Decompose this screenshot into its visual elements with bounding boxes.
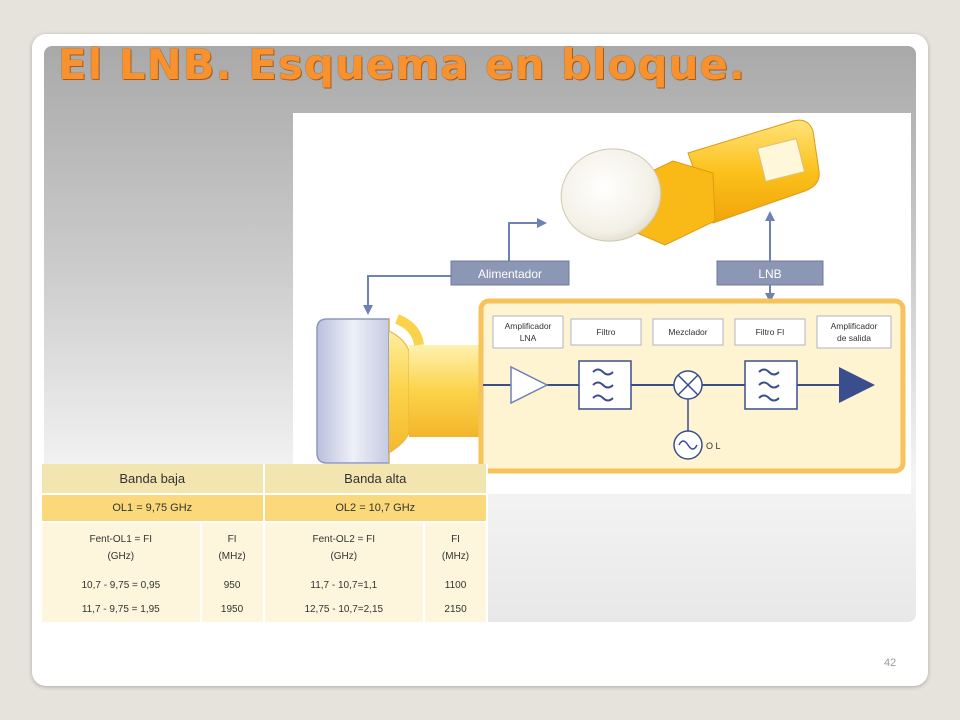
- low-band-fi-label: FI: [227, 534, 237, 546]
- lnb-photo: [560, 119, 820, 246]
- high-band-ol: OL2 = 10,7 GHz: [263, 493, 489, 524]
- block-label-lna-line1: Amplificador: [505, 321, 552, 331]
- low-band-formula-header: Fent-OL1 = FI (GHz): [42, 522, 202, 573]
- feed-arrow: [508, 218, 547, 271]
- label-lnb-text: LNB: [758, 267, 781, 281]
- lnb-block-diagram: Alimentador LNB: [293, 113, 911, 494]
- low-band-formula-label: Fent-OL1 = FI: [89, 534, 153, 546]
- low-band-header: Banda baja: [42, 464, 265, 495]
- table-row: 11,7 - 9,75 = 1,95 1950 12,75 - 10,7=2,1…: [42, 597, 488, 622]
- high-band-fi-unit: (MHz): [441, 551, 470, 563]
- mixer-icon: [673, 370, 703, 400]
- low-band-row1-fi: 950: [199, 572, 265, 598]
- lna-amplifier-icon: [510, 365, 549, 405]
- slide-title: El LNB. Esquema en bloque.: [58, 40, 746, 89]
- high-band-row1-fi: 1100: [423, 572, 488, 598]
- high-band-row2-formula: 12,75 - 10,7=2,15: [263, 597, 426, 622]
- high-band-formula-unit: (GHz): [330, 551, 358, 563]
- low-band-formula-unit: (GHz): [107, 551, 135, 563]
- low-band-fi-unit: (MHz): [218, 551, 246, 563]
- signal-chain: O L: [483, 360, 875, 460]
- feed-down-arrow: [363, 275, 451, 315]
- high-band-header: Banda alta: [263, 464, 489, 495]
- label-lnb: LNB: [716, 260, 824, 286]
- low-band-row2-fi: 1950: [199, 597, 265, 622]
- low-band-ol: OL1 = 9,75 GHz: [42, 493, 265, 524]
- block-labels: Amplificador LNA Filtro Mezclador Filtro…: [492, 315, 892, 349]
- output-amplifier-icon: [839, 367, 875, 403]
- frequency-bands-table: Banda baja Banda alta OL1 = 9,75 GHz OL2…: [42, 464, 489, 622]
- low-band-fi-header: FI (MHz): [199, 522, 265, 573]
- oscillator-icon: [673, 399, 703, 460]
- block-label-if-filter: Filtro FI: [756, 327, 785, 337]
- high-band-fi-label: FI: [451, 534, 460, 546]
- high-band-row1-formula: 11,7 - 10,7=1,1: [263, 572, 426, 598]
- high-band-formula-label: Fent-OL2 = FI: [312, 534, 376, 546]
- label-feed-text: Alimentador: [478, 267, 542, 281]
- low-band-row1-formula: 10,7 - 9,75 = 0,95: [42, 572, 202, 598]
- high-band-row2-fi: 2150: [423, 597, 488, 622]
- table-row: 10,7 - 9,75 = 0,95 950 11,7 - 10,7=1,1 1…: [42, 572, 488, 598]
- block-label-lna-line2: LNA: [520, 333, 537, 343]
- if-filter-icon: [744, 360, 798, 410]
- high-band-fi-header: FI (MHz): [423, 522, 488, 573]
- high-band-formula-header: Fent-OL2 = FI (GHz): [263, 522, 426, 573]
- page-number: 42: [884, 657, 897, 669]
- oscillator-label: O L: [706, 441, 721, 451]
- lnb-double-arrow: [765, 211, 775, 303]
- label-feed: Alimentador: [450, 260, 570, 286]
- block-label-mixer: Mezclador: [668, 327, 707, 337]
- block-label-output-amp-line2: de salida: [837, 333, 871, 343]
- block-label-output-amp-line1: Amplificador: [831, 321, 878, 331]
- low-band-row2-formula: 11,7 - 9,75 = 1,95: [42, 597, 202, 622]
- filter-icon: [578, 360, 632, 410]
- block-label-filter: Filtro: [597, 327, 616, 337]
- feed-horn: [316, 314, 483, 464]
